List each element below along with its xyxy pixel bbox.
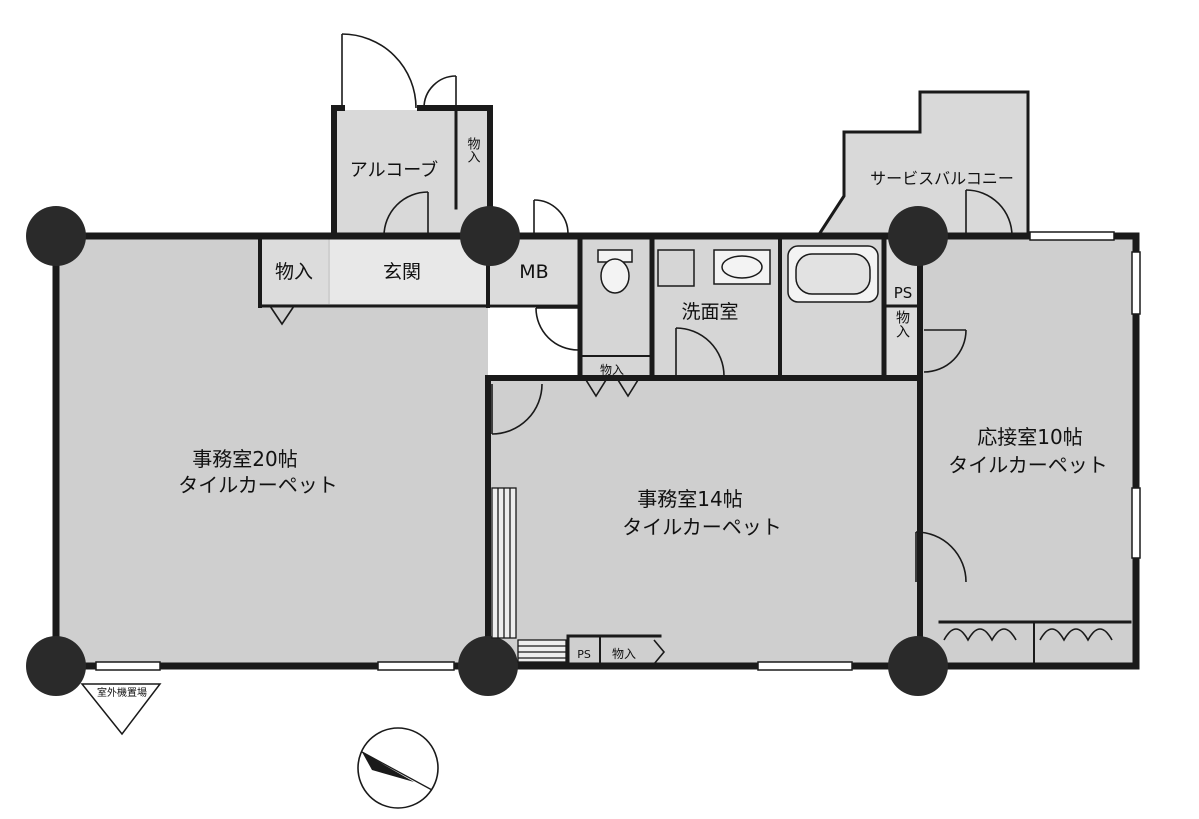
- column-s-mid: [458, 636, 518, 696]
- outdoor-unit-label: 室外機置場: [97, 686, 147, 699]
- window-south-3: [757, 661, 853, 671]
- doors: [269, 33, 1113, 665]
- labels: 事務室20帖 タイルカーペット 事務室14帖 タイルカーペット 応接室10帖 タ…: [97, 137, 1108, 699]
- service-balcony-label: サービスバルコニー: [870, 169, 1014, 188]
- window-south-2: [377, 661, 455, 671]
- ps-upper-label: PS: [894, 284, 913, 302]
- alcove-floor: [334, 110, 488, 238]
- columns: [26, 206, 948, 696]
- office14-name: 事務室14帖: [637, 487, 742, 511]
- entrance-label: 玄関: [383, 261, 421, 283]
- window-east-lower: [1131, 487, 1141, 559]
- storage-alcove-label: 物入: [465, 137, 481, 163]
- storage-upper-label: 物入: [894, 310, 910, 338]
- outdoor-unit-area: [80, 683, 162, 736]
- floors: [58, 92, 1135, 663]
- column-nw: [26, 206, 86, 266]
- washbasin-icon: [657, 249, 771, 287]
- column-ne: [888, 206, 948, 266]
- office14-finish: タイルカーペット: [622, 515, 781, 539]
- storage-mid-label: 物入: [600, 363, 624, 377]
- balcony-floor: [818, 92, 1028, 236]
- alcove-label: アルコーブ: [350, 159, 438, 181]
- washroom-label: 洗面室: [681, 301, 738, 323]
- bathtub-icon: [787, 245, 879, 303]
- office20-finish: タイルカーペット: [178, 473, 337, 497]
- compass-icon: [357, 727, 439, 809]
- window-east-upper: [1131, 251, 1141, 315]
- storage-entrance-label: 物入: [275, 261, 313, 283]
- office14-floor: [488, 380, 920, 663]
- column-sw: [26, 636, 86, 696]
- entrance-floor: [330, 238, 488, 304]
- column-se: [888, 636, 948, 696]
- office20-name: 事務室20帖: [192, 447, 297, 471]
- storage-lower-label: 物入: [612, 647, 636, 661]
- mb-label: MB: [519, 261, 548, 283]
- window-balcony: [1029, 231, 1115, 241]
- window-south-1: [95, 661, 161, 671]
- windows: [95, 231, 1141, 671]
- reception-name: 応接室10帖: [977, 425, 1082, 449]
- walls: [52, 90, 1140, 670]
- storage-entrance-floor: [262, 238, 328, 304]
- column-n-mid: [460, 206, 520, 266]
- reception-finish: タイルカーペット: [948, 453, 1107, 477]
- office20-floor: [58, 238, 488, 663]
- toilet-icon: [597, 249, 633, 294]
- ps-lower-label: PS: [577, 648, 591, 661]
- shelving: [491, 487, 567, 663]
- reception-floor: [920, 238, 1135, 663]
